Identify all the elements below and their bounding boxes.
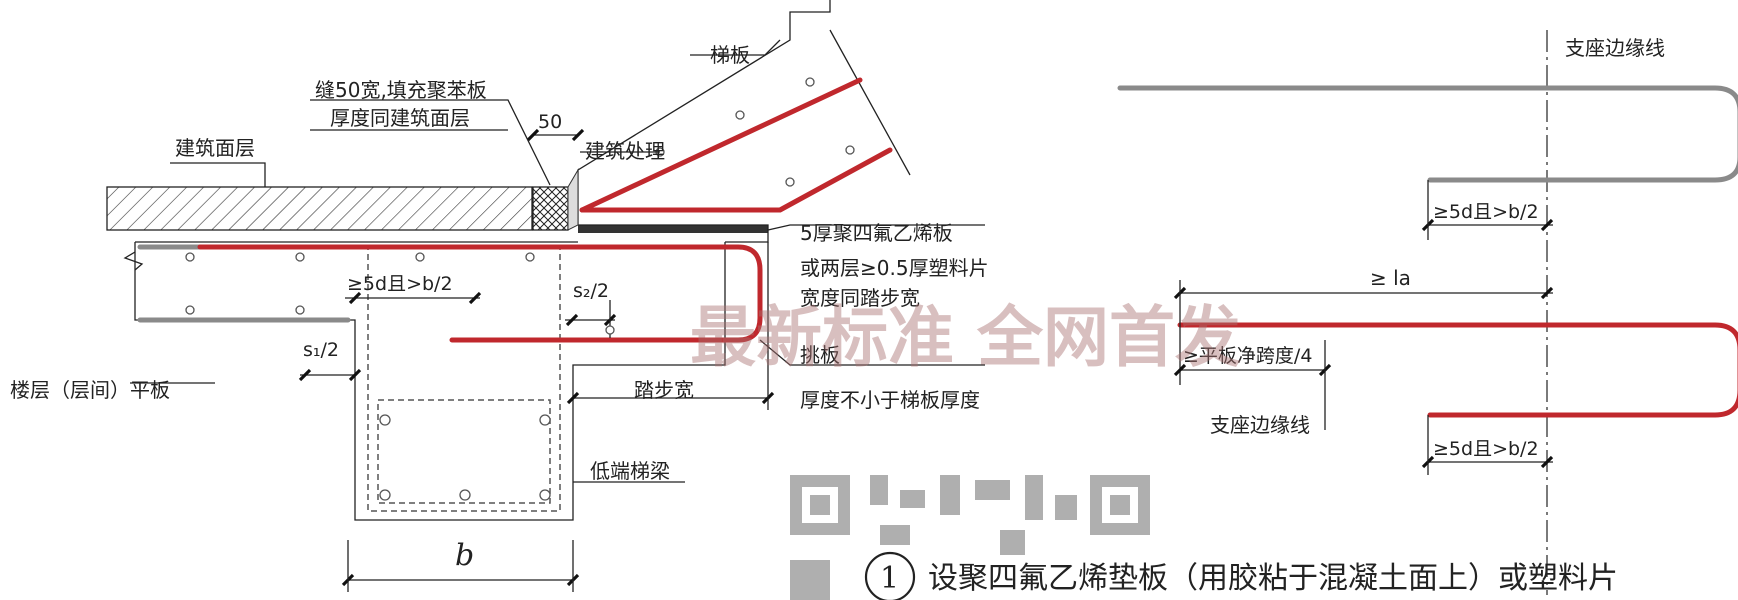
- label-tread-width: 踏步宽: [634, 378, 694, 402]
- label-floor-slab: 楼层（层间）平板: [10, 378, 170, 402]
- polystyrene-joint: [532, 186, 569, 231]
- dimension-lines: [298, 128, 775, 592]
- label-arch-surface: 建筑面层: [175, 136, 255, 160]
- label-dim-50: 50: [538, 111, 562, 133]
- label-b: b: [455, 538, 474, 573]
- caption-number-circle: [864, 551, 916, 600]
- top-rebar-hook: [1117, 85, 1738, 183]
- label-s2: s₂/2: [573, 280, 609, 302]
- label-joint-thickness: 厚度同建筑面层: [330, 106, 470, 130]
- beam-stirrup-inner: [377, 399, 551, 504]
- rebar-dots: [185, 77, 855, 501]
- caption: 1 设聚四氟乙烯垫板（用胶粘于混凝土面上）或塑料片: [864, 551, 1618, 600]
- label-arch-treatment: 建筑处理: [585, 139, 665, 163]
- label-anchorage-bottom: ≥5d且>b/2: [1433, 438, 1539, 460]
- label-ptfe-1: 5厚聚四氟乙烯板: [800, 221, 953, 245]
- stair-rebar-bottom: [579, 147, 893, 213]
- label-ptfe-2: 或两层≥0.5厚塑料片: [800, 256, 989, 280]
- label-support-edge-top: 支座边缘线: [1565, 36, 1665, 60]
- break-line: [123, 251, 144, 271]
- label-ptfe-3: 宽度同踏步宽: [800, 286, 920, 310]
- watermark: 最新标准 全网首发: [690, 299, 1241, 376]
- label-anchorage-top: ≥5d且>b/2: [1433, 201, 1539, 223]
- slab-top-rebar-red: [197, 244, 763, 343]
- qr-code: [790, 475, 1150, 600]
- label-low-beam: 低端梯梁: [590, 459, 670, 483]
- label-cantilever: 挑板: [800, 343, 840, 367]
- label-quarter-span: ≥平板净跨度/4: [1183, 345, 1312, 367]
- label-joint: 缝50宽,填充聚苯板: [315, 78, 487, 102]
- stair-slab-outline: [577, 0, 911, 243]
- right-detail: 支座边缘线 ≥5d且>b/2 ≥ la ≥平板净跨度/4 支座边缘线 ≥5d且>…: [1117, 30, 1738, 595]
- leader-lines: [130, 39, 985, 483]
- label-support-edge-bottom: 支座边缘线: [1210, 413, 1310, 437]
- bottom-rebar-hook: [1177, 322, 1738, 418]
- arch-treatment-fill: [567, 168, 579, 231]
- ptfe-pad: [578, 225, 768, 233]
- label-s1: s₁/2: [303, 339, 339, 361]
- stair-rebar-top: [579, 77, 863, 213]
- caption-text: 设聚四氟乙烯垫板（用胶粘于混凝土面上）或塑料片: [928, 561, 1618, 596]
- left-detail: 梯板 缝50宽,填充聚苯板 厚度同建筑面层 50 建筑处理 建筑面层 5厚聚四氟…: [10, 0, 989, 592]
- caption-number: 1: [880, 561, 899, 596]
- label-cantilever-thickness: 厚度不小于梯板厚度: [800, 388, 980, 412]
- label-anchorage-left: ≥5d且>b/2: [347, 273, 453, 295]
- right-dimension-lines: [1173, 180, 1554, 475]
- label-la: ≥ la: [1370, 266, 1411, 290]
- label-stair-slab: 梯板: [710, 43, 750, 67]
- arch-surface-layer: [106, 186, 533, 231]
